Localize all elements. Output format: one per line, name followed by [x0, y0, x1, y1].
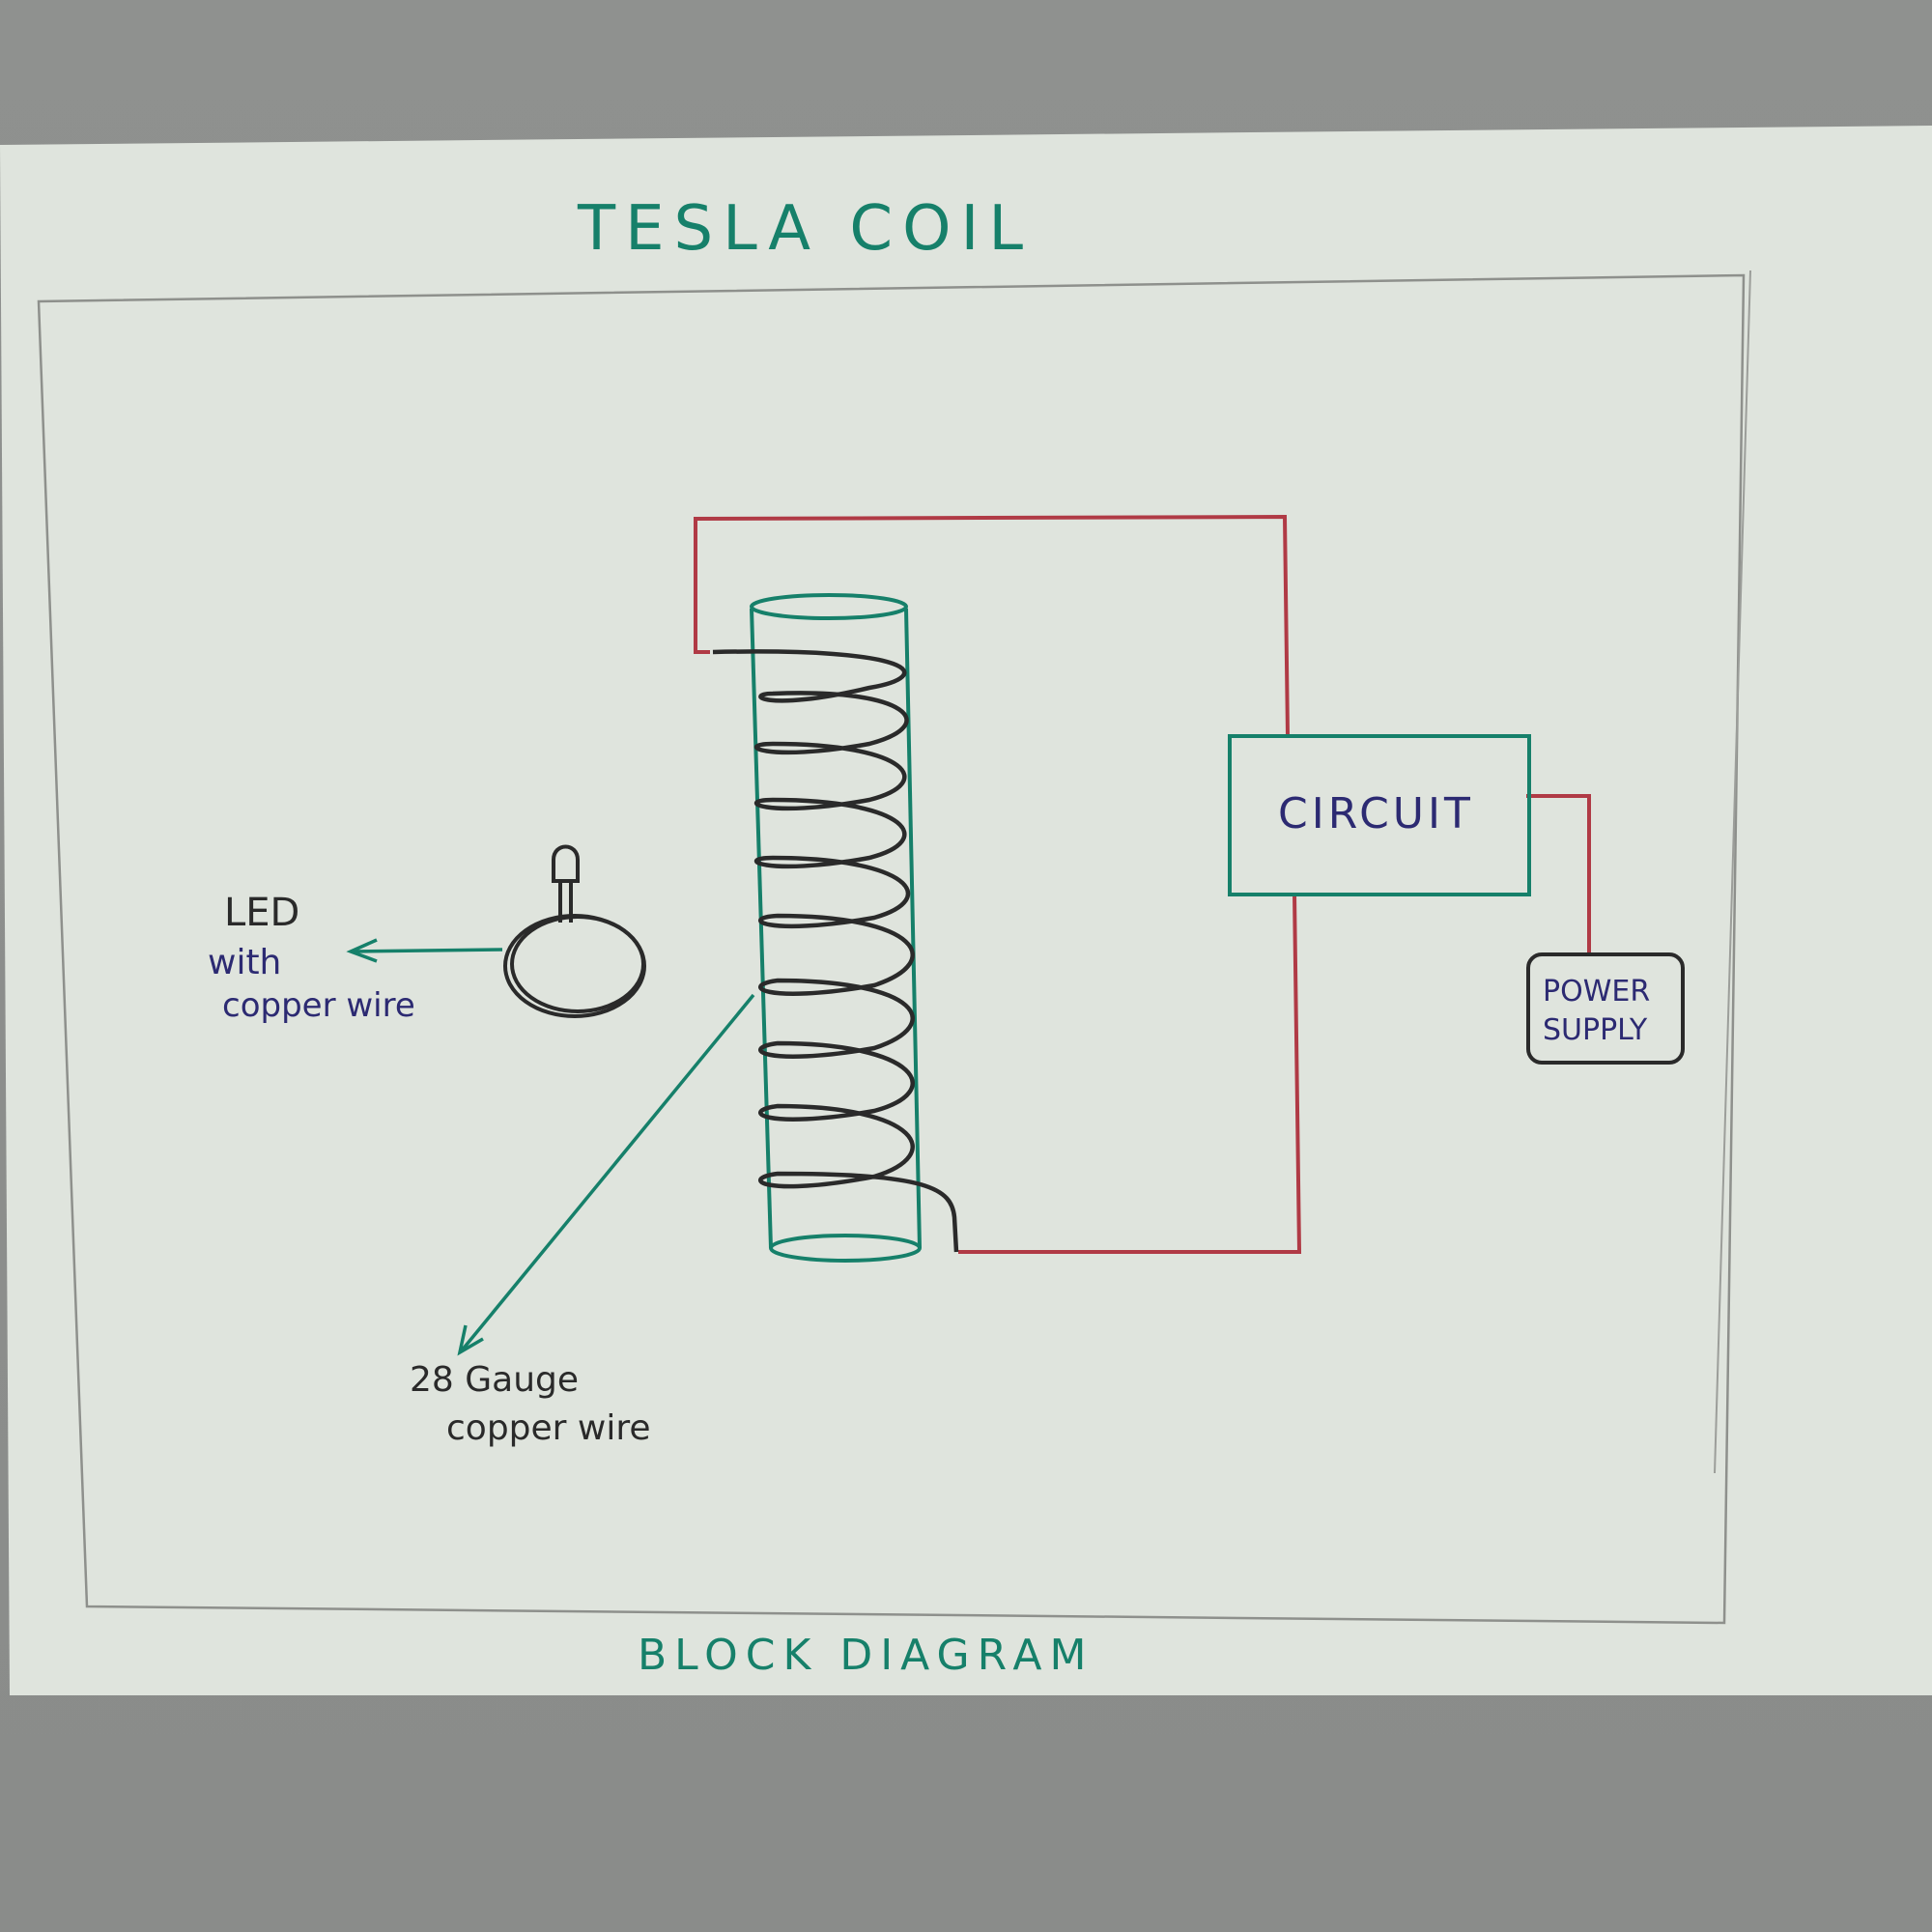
wire-label-line1: 28 Gauge — [410, 1360, 579, 1400]
led-bulb-icon — [552, 844, 580, 883]
wire-pointer — [457, 993, 755, 1356]
led-assembly — [503, 844, 646, 1018]
copper-wire-loop-2 — [510, 915, 645, 1013]
coil-winding — [712, 649, 959, 1253]
power-supply-block — [1526, 952, 1685, 1065]
led-label: LED — [224, 891, 299, 935]
power-wire — [1526, 794, 1591, 956]
diagram-footer: BLOCK DIAGRAM — [638, 1631, 1094, 1680]
led-label-with: with — [208, 943, 281, 982]
pencil-border — [37, 273, 1746, 1625]
circuit-label: CIRCUIT — [1278, 789, 1474, 838]
pencil-border-extra — [1714, 270, 1751, 1474]
led-arrowhead-icon — [346, 938, 378, 963]
wire-label-line2: copper wire — [446, 1408, 651, 1448]
bottom-wire — [958, 893, 1302, 1254]
led-label-copper-wire: copper wire — [222, 986, 415, 1025]
led-arrow — [346, 938, 503, 963]
former-left-edge — [750, 608, 773, 1249]
former-top-ellipse — [750, 593, 908, 620]
wire-arrowhead-icon — [457, 1324, 484, 1356]
power-supply-label-line2: SUPPLY — [1543, 1013, 1648, 1047]
red-wiring — [694, 514, 1591, 1254]
top-wire — [694, 514, 1290, 737]
diagram-title: TESLA COIL — [577, 193, 1033, 265]
power-supply-label-line1: POWER — [1543, 975, 1650, 1009]
paper-sheet — [0, 126, 1932, 1695]
circuit-block — [1228, 734, 1531, 896]
former-right-edge — [904, 608, 922, 1249]
coil-former — [750, 593, 922, 1263]
